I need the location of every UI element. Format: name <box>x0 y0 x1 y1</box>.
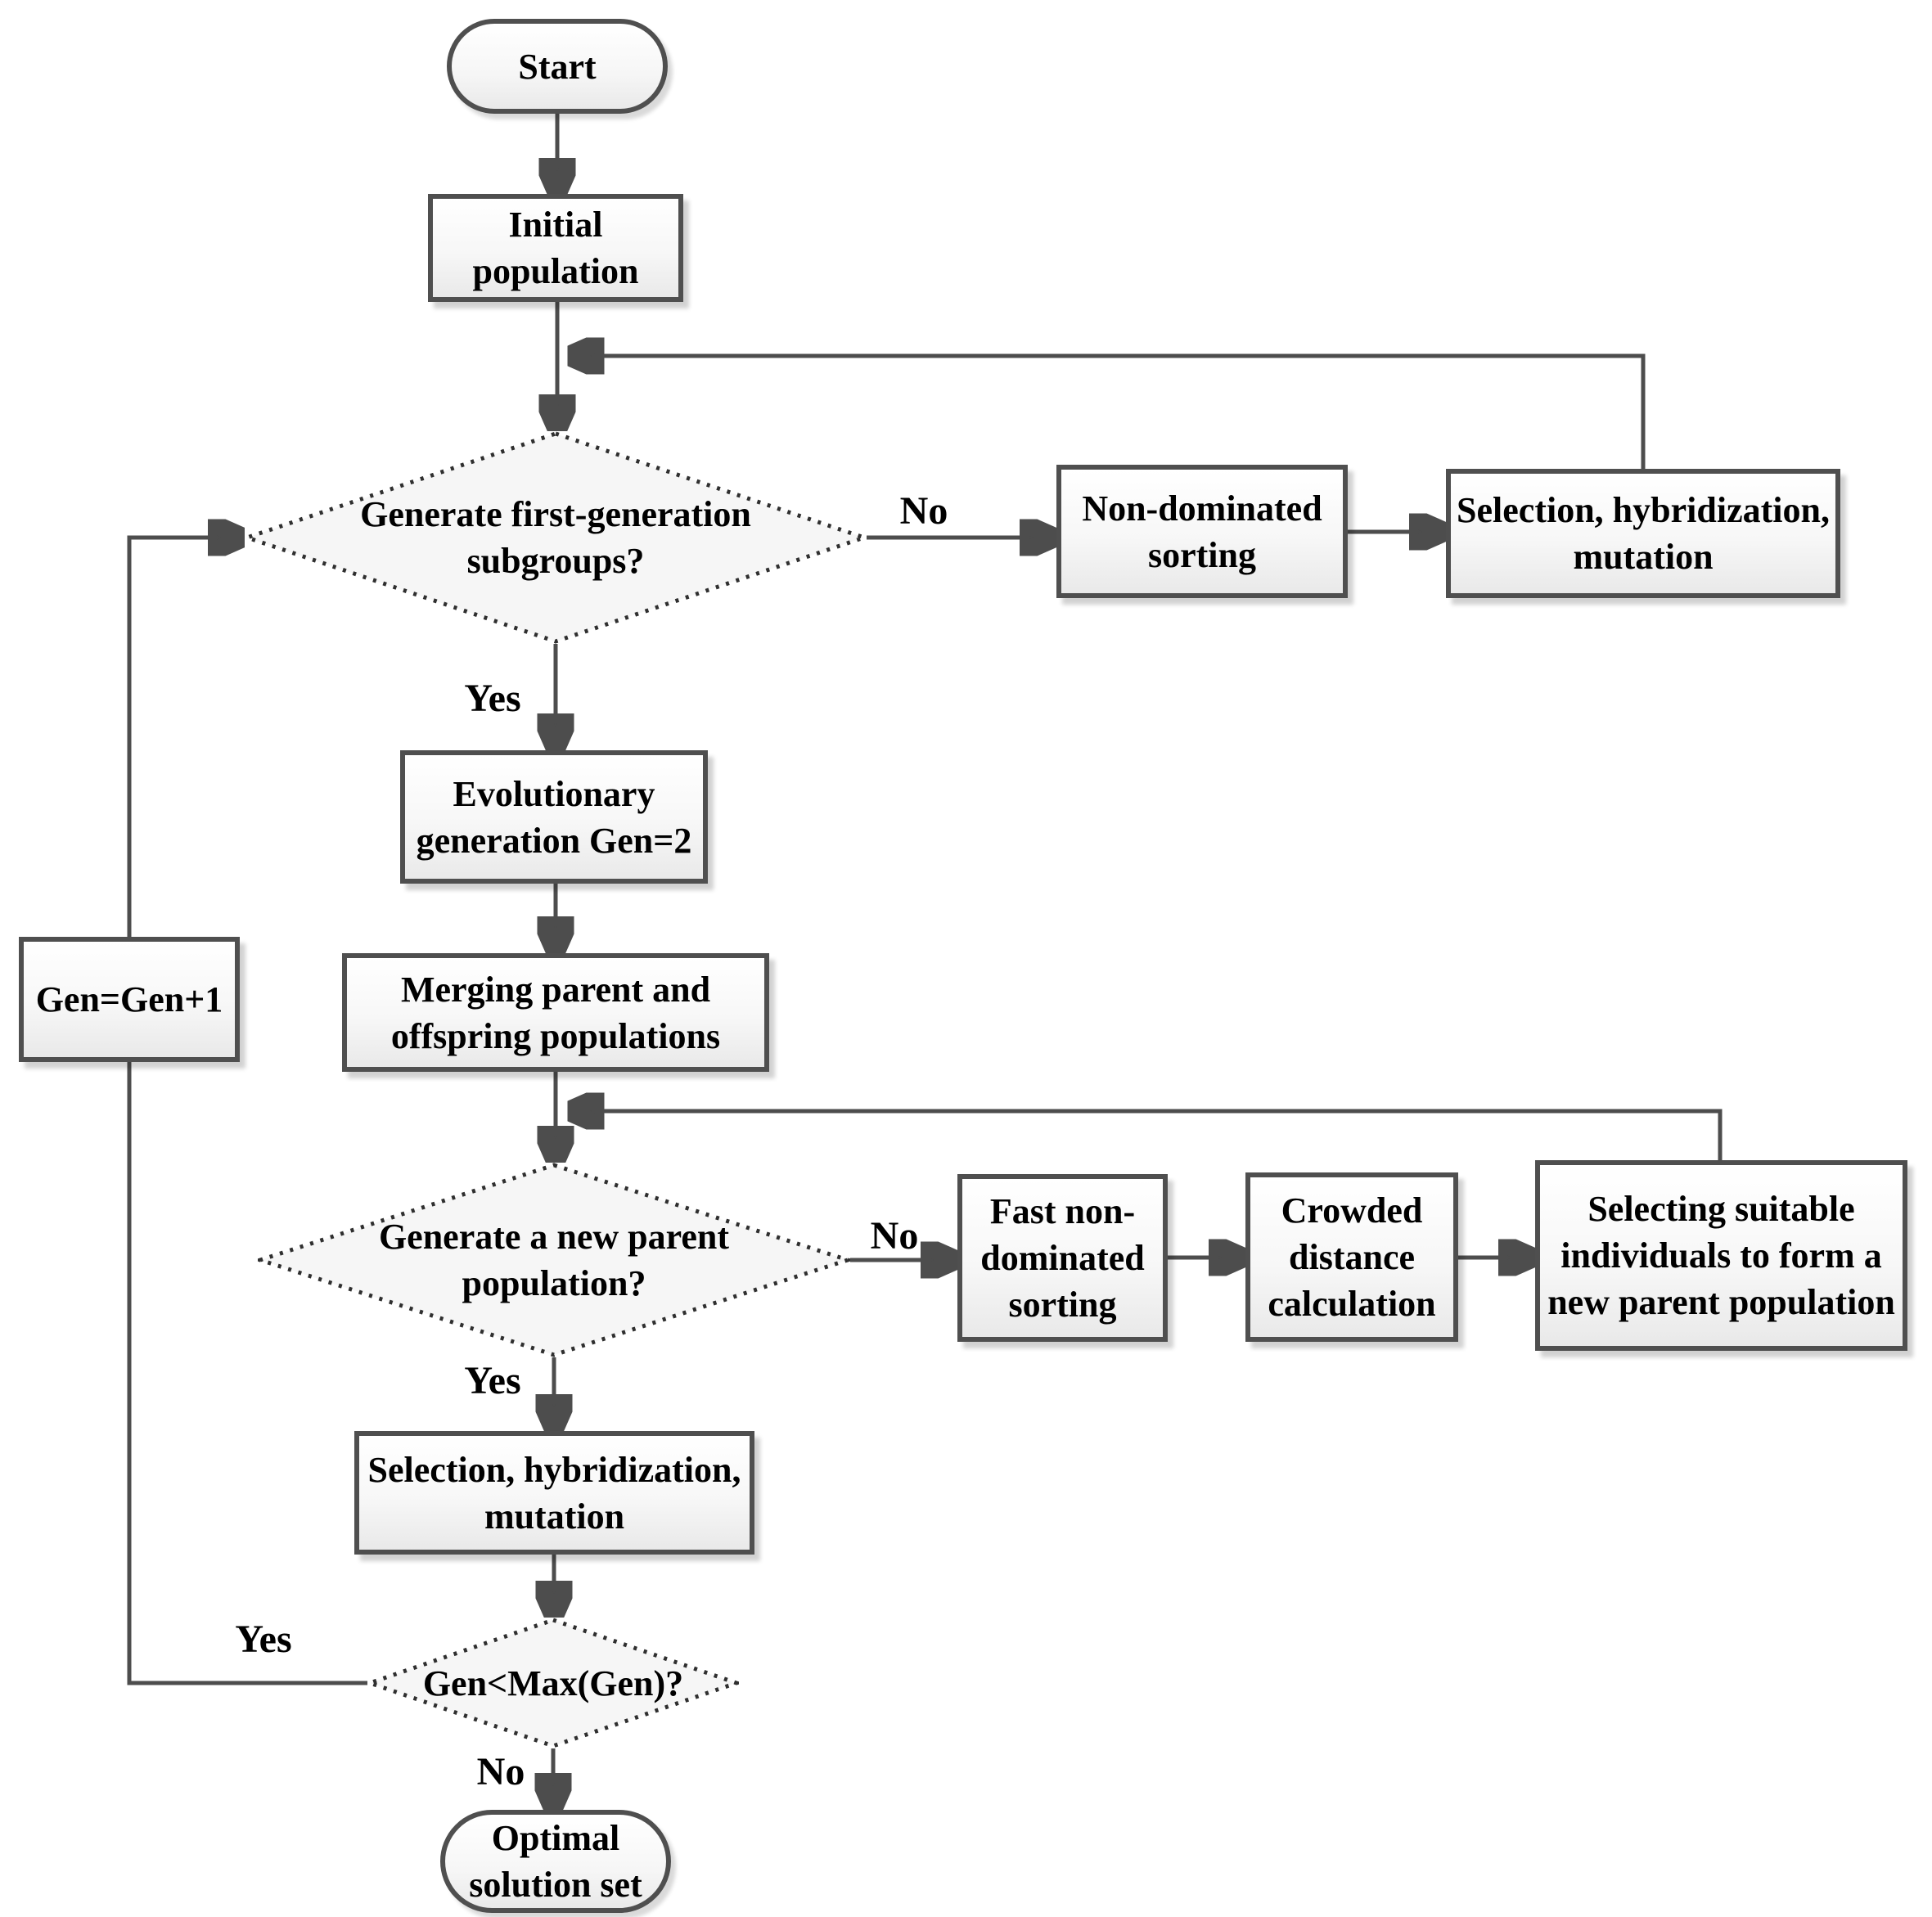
node-selection-bottom-line2: mutation <box>484 1496 625 1537</box>
node-optimal-line2: solution set <box>469 1865 642 1905</box>
node-initial-population-line1: Initial <box>508 205 603 245</box>
node-merging-line2: offspring populations <box>390 1015 721 1056</box>
node-evolutionary-generation: Evolutionary generation Gen=2 <box>400 750 708 884</box>
node-optimal-solution-set: Optimal solution set <box>440 1810 671 1913</box>
node-selection-top-line1: Selection, hybridization, <box>1457 490 1830 530</box>
node-crowded-line3: calculation <box>1268 1284 1436 1324</box>
label-yes-new-parent: Yes <box>464 1359 521 1402</box>
node-selecting-line1: Selecting suitable <box>1587 1189 1855 1229</box>
node-optimal-line1: Optimal <box>491 1818 620 1858</box>
node-selecting-line3: new parent population <box>1547 1282 1895 1322</box>
node-generate-first-generation-subgroups: Generate first-generation subgroups? <box>245 431 867 644</box>
node-gen-less-than-max: Gen<Max(Gen)? <box>367 1618 739 1748</box>
node-start: Start <box>447 19 668 114</box>
decision2-line2: population? <box>462 1263 646 1303</box>
node-non-dominated-sorting-line2: sorting <box>1148 534 1256 575</box>
node-merging-populations: Merging parent and offspring populations <box>342 953 769 1072</box>
node-gen-increment-label: Gen=Gen+1 <box>35 979 223 1019</box>
edge-feedback-selection-top-to-mainline <box>573 356 1646 469</box>
node-non-dominated-sorting: Non-dominated sorting <box>1056 465 1348 598</box>
decision3-diamond-shape <box>367 1618 739 1748</box>
edge-decision3-yes-loop-to-decision1 <box>127 538 367 1685</box>
node-evolutionary-line2: generation Gen=2 <box>416 820 692 861</box>
node-crowded-line1: Crowded <box>1281 1190 1423 1231</box>
node-generate-new-parent-population: Generate a new parent population? <box>258 1163 850 1357</box>
node-selection-hybridization-mutation-bottom: Selection, hybridization, mutation <box>354 1431 754 1555</box>
decision3-label: Gen<Max(Gen)? <box>422 1663 684 1703</box>
node-selecting-line2: individuals to form a <box>1560 1235 1882 1276</box>
node-start-label: Start <box>518 46 597 87</box>
node-non-dominated-sorting-line1: Non-dominated <box>1082 488 1322 529</box>
label-yes-gen-max: Yes <box>235 1618 292 1661</box>
edge-feedback-selecting-to-mainline <box>573 1111 1723 1160</box>
node-gen-increment: Gen=Gen+1 <box>19 937 240 1062</box>
decision1-diamond-shape <box>245 431 867 644</box>
node-selection-bottom-line1: Selection, hybridization, <box>367 1449 741 1490</box>
label-no-gen-max: No <box>476 1750 525 1793</box>
node-initial-population: Initial population <box>428 194 683 302</box>
node-selecting-suitable-individuals: Selecting suitable individuals to form a… <box>1535 1160 1907 1351</box>
decision2-line1: Generate a new parent <box>378 1217 730 1257</box>
node-fast-line2: dominated <box>980 1238 1145 1278</box>
node-crowded-line2: distance <box>1289 1237 1415 1277</box>
node-fast-non-dominated-sorting: Fast non- dominated sorting <box>957 1174 1168 1342</box>
node-evolutionary-line1: Evolutionary <box>453 773 655 814</box>
decision1-line1: Generate first-generation <box>360 494 751 534</box>
decision2-diamond-shape <box>258 1163 850 1357</box>
node-fast-line1: Fast non- <box>989 1191 1136 1231</box>
node-selection-hybridization-mutation-top: Selection, hybridization, mutation <box>1446 469 1840 598</box>
node-fast-line3: sorting <box>1008 1285 1117 1325</box>
node-selection-top-line2: mutation <box>1573 537 1714 577</box>
label-no-first-subgroups: No <box>899 489 948 533</box>
node-merging-line1: Merging parent and <box>400 969 711 1010</box>
label-yes-first-subgroups: Yes <box>464 677 521 720</box>
node-initial-population-line2: population <box>472 251 639 291</box>
label-no-new-parent: No <box>870 1214 919 1258</box>
node-crowded-distance-calculation: Crowded distance calculation <box>1245 1172 1458 1342</box>
decision1-line2: subgroups? <box>466 541 645 581</box>
